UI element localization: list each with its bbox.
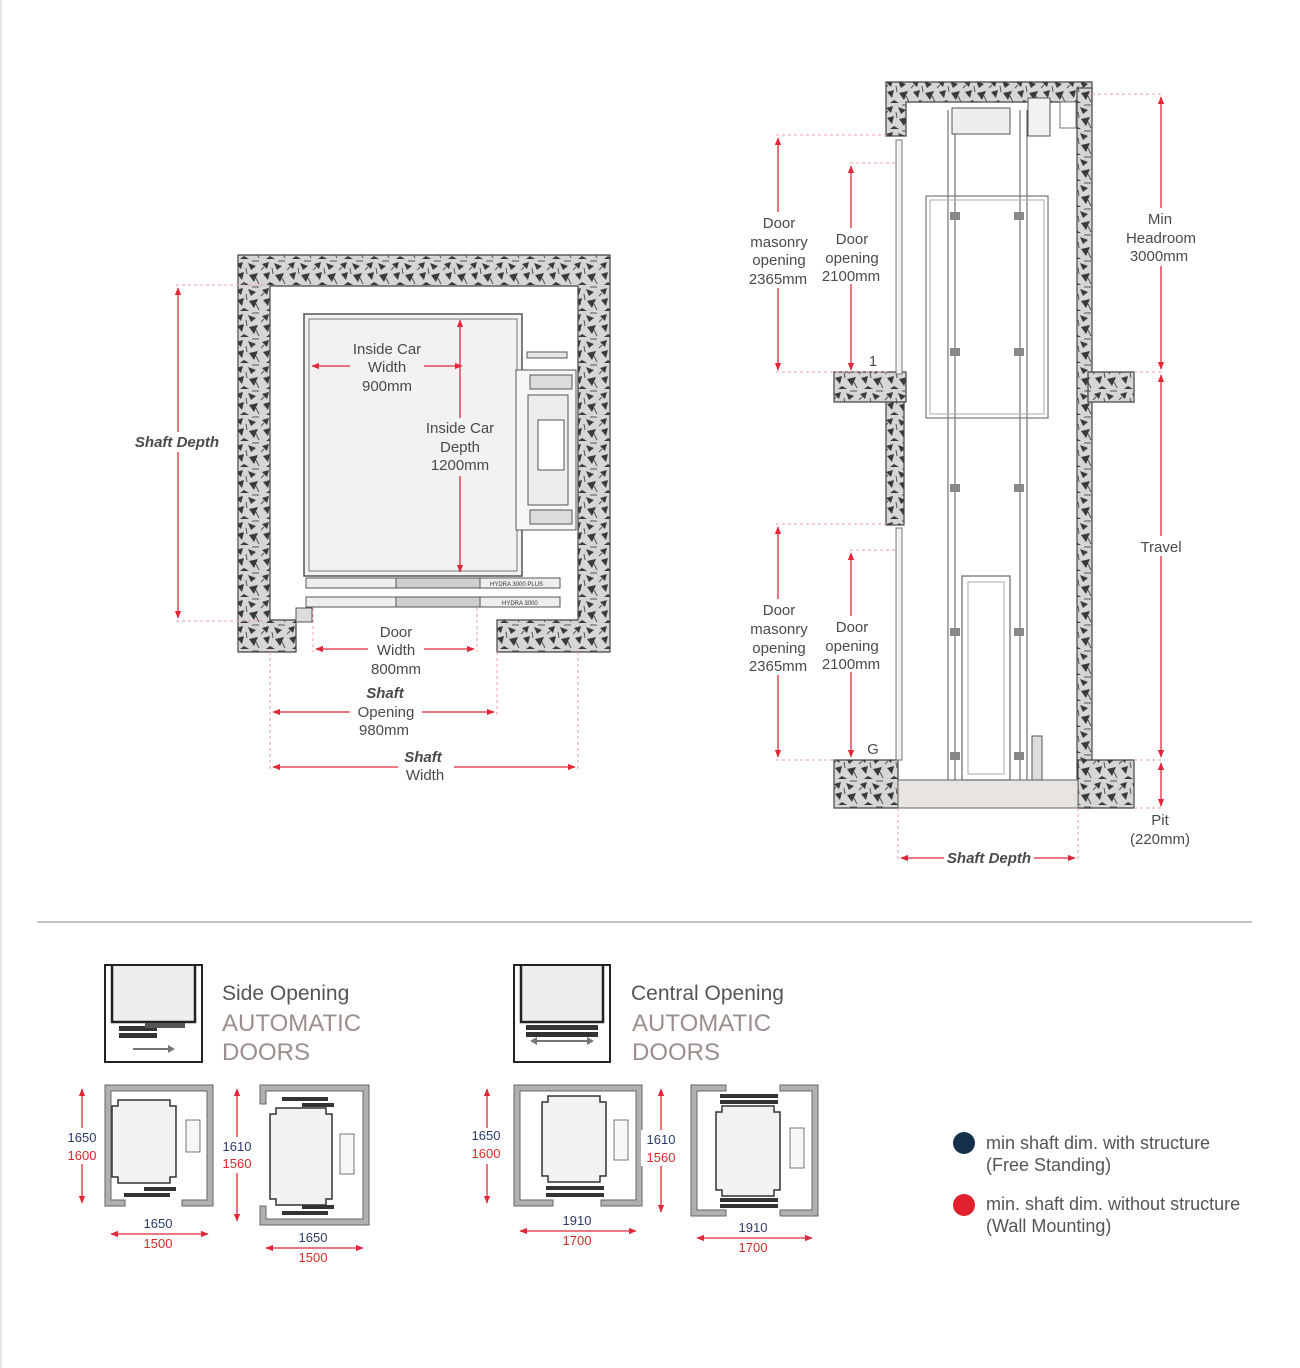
legend-1-line2: (Free Standing) [986, 1155, 1111, 1175]
section-left-wall [885, 389, 905, 526]
option-side-opening: Side Opening AUTOMATIC DOORS [104, 964, 361, 1066]
upper-masonry-line1: Door [763, 215, 796, 232]
legend: min shaft dim. with structure (Free Stan… [953, 1132, 1240, 1236]
rail-label-1: HYDRA 3000 PLUS [490, 582, 543, 588]
legend-2-line2: (Wall Mounting) [986, 1216, 1111, 1236]
lower-door-line1: Door [836, 619, 869, 636]
lower-masonry-line1: Door [763, 602, 796, 619]
plan-shaft-depth-label: Shaft Depth [135, 434, 219, 451]
headroom-line2: Headroom [1126, 230, 1196, 247]
mini-plan-1: 1650 1600 1650 1500 [62, 1084, 214, 1251]
mini-plan-2-h-blue: 1610 [223, 1139, 252, 1154]
mini-plan-3: 1650 1600 1910 1700 [467, 1084, 643, 1248]
headroom-line3: 3000mm [1130, 248, 1188, 265]
pit-line1: Pit [1151, 812, 1169, 829]
mini-plan-3-h-blue: 1650 [472, 1128, 501, 1143]
upper-masonry-line3: opening [752, 252, 805, 269]
central-opening-title: Central Opening [631, 982, 784, 1005]
car-width-line3: 900mm [362, 378, 412, 395]
floor-slab-g-left [833, 759, 899, 809]
plan-view: HYDRA 3000 PLUS HYDRA 3000 Shaft Depth I… [132, 254, 611, 784]
section-car [925, 195, 1049, 419]
mini-plan-2-h-red: 1560 [223, 1156, 252, 1171]
mini-plan-3-h-red: 1600 [472, 1146, 501, 1161]
mini-plan-4-h-blue: 1610 [647, 1132, 676, 1147]
travel-label: Travel [1140, 539, 1181, 556]
mini-plan-4-w-blue: 1910 [739, 1220, 768, 1235]
car-width-line2: Width [368, 359, 406, 376]
mini-plan-2-w-blue: 1650 [299, 1230, 328, 1245]
plan-rail-bar [526, 351, 568, 359]
shaft-opening-line1: Shaft [366, 685, 405, 702]
plan-shaft-wall [237, 254, 611, 653]
section-drive-unit [951, 107, 1011, 135]
mini-plan-4: 1610 1560 1910 1700 [641, 1084, 819, 1255]
pit [897, 779, 1079, 809]
central-opening-sub1: AUTOMATIC [632, 1010, 771, 1037]
mini-plan-3-w-blue: 1910 [563, 1213, 592, 1228]
door-width-line2: Width [377, 642, 415, 659]
floor-slab-g-right [1077, 759, 1135, 809]
shaft-width-line1: Shaft [404, 749, 443, 766]
legend-1-line1: min shaft dim. with structure [986, 1133, 1210, 1153]
mini-plan-1-h-red: 1600 [68, 1148, 97, 1163]
floor-slab-1-left [833, 371, 907, 403]
car-depth-line3: 1200mm [431, 457, 489, 474]
shaft-opening-line2: Opening [358, 704, 415, 721]
side-opening-sub1: AUTOMATIC [222, 1010, 361, 1037]
mini-plan-3-w-red: 1700 [563, 1233, 592, 1248]
upper-door-line1: Door [836, 231, 869, 248]
lower-door-line2: opening [825, 638, 878, 655]
option-central-opening: Central Opening AUTOMATIC DOORS [513, 964, 784, 1066]
mini-plan-4-h-red: 1560 [647, 1150, 676, 1165]
shaft-opening-line3: 980mm [359, 722, 409, 739]
section-top-wall [885, 81, 1093, 137]
mini-plan-4-w-red: 1700 [739, 1240, 768, 1255]
floor-slab-1-right [1087, 371, 1135, 403]
lower-door-line3: 2100mm [822, 656, 880, 673]
door-width-line1: Door [380, 624, 413, 641]
upper-masonry-line2: masonry [750, 234, 808, 251]
section-shaft-depth-label: Shaft Depth [947, 850, 1031, 867]
mini-plan-1-w-red: 1500 [144, 1236, 173, 1251]
side-opening-title: Side Opening [222, 982, 349, 1005]
mini-plan-2-w-red: 1500 [299, 1250, 328, 1265]
upper-masonry-line4: 2365mm [749, 271, 807, 288]
side-opening-sub2: DOORS [222, 1039, 310, 1066]
lower-masonry-line2: masonry [750, 621, 808, 638]
central-opening-sub2: DOORS [632, 1039, 720, 1066]
legend-dot-no-structure [953, 1194, 975, 1216]
section-frame [961, 575, 1011, 781]
mini-plan-1-h-blue: 1650 [68, 1130, 97, 1145]
door-width-line3: 800mm [371, 661, 421, 678]
upper-door-line3: 2100mm [822, 268, 880, 285]
mini-plan-1-w-blue: 1650 [144, 1216, 173, 1231]
upper-door-line2: opening [825, 250, 878, 267]
pit-line2: (220mm) [1130, 831, 1190, 848]
car-width-line1: Inside Car [353, 341, 421, 358]
section-view: 1 G Door masonry opening 2365mm Door ope… [744, 81, 1200, 868]
car-depth-line1: Inside Car [426, 420, 494, 437]
lower-masonry-line4: 2365mm [749, 658, 807, 675]
floor-1-label: 1 [869, 353, 877, 370]
car-depth-line2: Depth [440, 439, 480, 456]
lower-masonry-line3: opening [752, 640, 805, 657]
mini-plan-2: 1610 1560 1650 1500 [217, 1084, 370, 1265]
headroom-line1: Min [1148, 211, 1172, 228]
section-right-wall [1076, 87, 1093, 809]
legend-dot-structure [953, 1132, 975, 1154]
rail-label-2: HYDRA 3000 [502, 601, 538, 607]
floor-g-label: G [867, 741, 879, 758]
legend-2-line1: min. shaft dim. without structure [986, 1194, 1240, 1214]
shaft-width-line2: Width [406, 767, 444, 784]
